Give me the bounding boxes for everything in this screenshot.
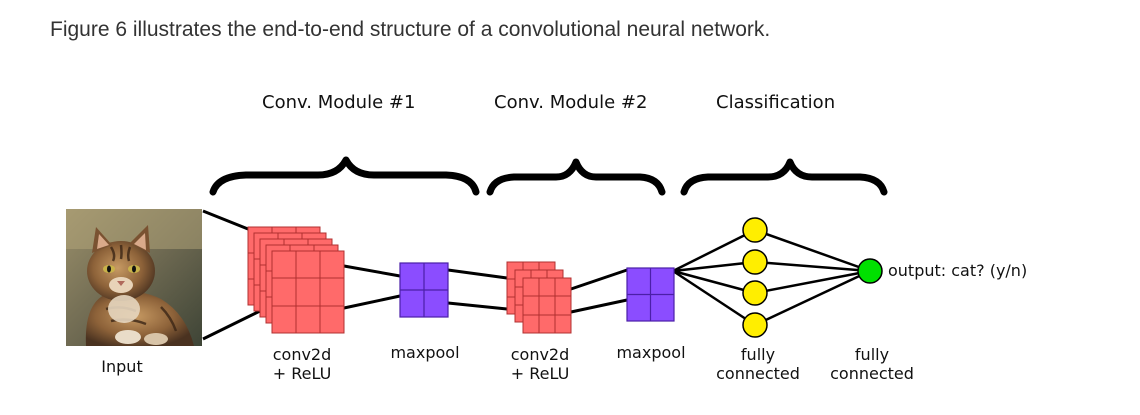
connector-line <box>202 308 263 341</box>
output-node <box>857 258 883 284</box>
maxpool-block-2 <box>626 267 675 322</box>
connector-line <box>754 269 871 295</box>
connector-line <box>202 209 249 231</box>
connector-line <box>672 269 756 327</box>
section-title-conv-module-2: Conv. Module #2 <box>494 92 648 113</box>
hidden-node <box>742 280 768 306</box>
section-title-classification: Classification <box>716 92 836 113</box>
brace-conv-module-2 <box>486 158 666 196</box>
connector-line <box>672 260 756 273</box>
connector-line <box>343 294 401 310</box>
hidden-node <box>742 312 768 338</box>
connector-line <box>672 228 756 273</box>
conv-stack-2 <box>506 261 572 334</box>
hidden-node <box>742 217 768 243</box>
connector-line <box>754 260 871 273</box>
connector-line <box>570 298 628 314</box>
label-input: Input <box>101 357 143 376</box>
brace-conv-module-1 <box>209 156 480 196</box>
maxpool-block-1 <box>399 262 449 318</box>
conv-stack-1 <box>247 226 345 334</box>
label-conv2d-relu-2: conv2d+ ReLU <box>510 345 570 383</box>
label-maxpool-2: maxpool <box>616 343 686 362</box>
connector-line <box>672 269 756 295</box>
connector-line <box>447 301 508 311</box>
brace-classification <box>680 158 888 196</box>
connector-line <box>754 228 871 273</box>
connector-line <box>343 264 401 278</box>
label-maxpool-1: maxpool <box>390 343 460 362</box>
section-title-conv-module-1: Conv. Module #1 <box>262 92 416 113</box>
label-output: output: cat? (y/n) <box>888 261 1028 280</box>
connector-line <box>754 269 871 327</box>
connector-line <box>570 268 628 291</box>
connector-line <box>447 268 508 280</box>
hidden-node <box>742 249 768 275</box>
page-caption: Figure 6 illustrates the end-to-end stru… <box>50 18 771 41</box>
label-conv2d-relu-1: conv2d+ ReLU <box>272 345 332 383</box>
cat-photo-icon <box>66 209 202 346</box>
